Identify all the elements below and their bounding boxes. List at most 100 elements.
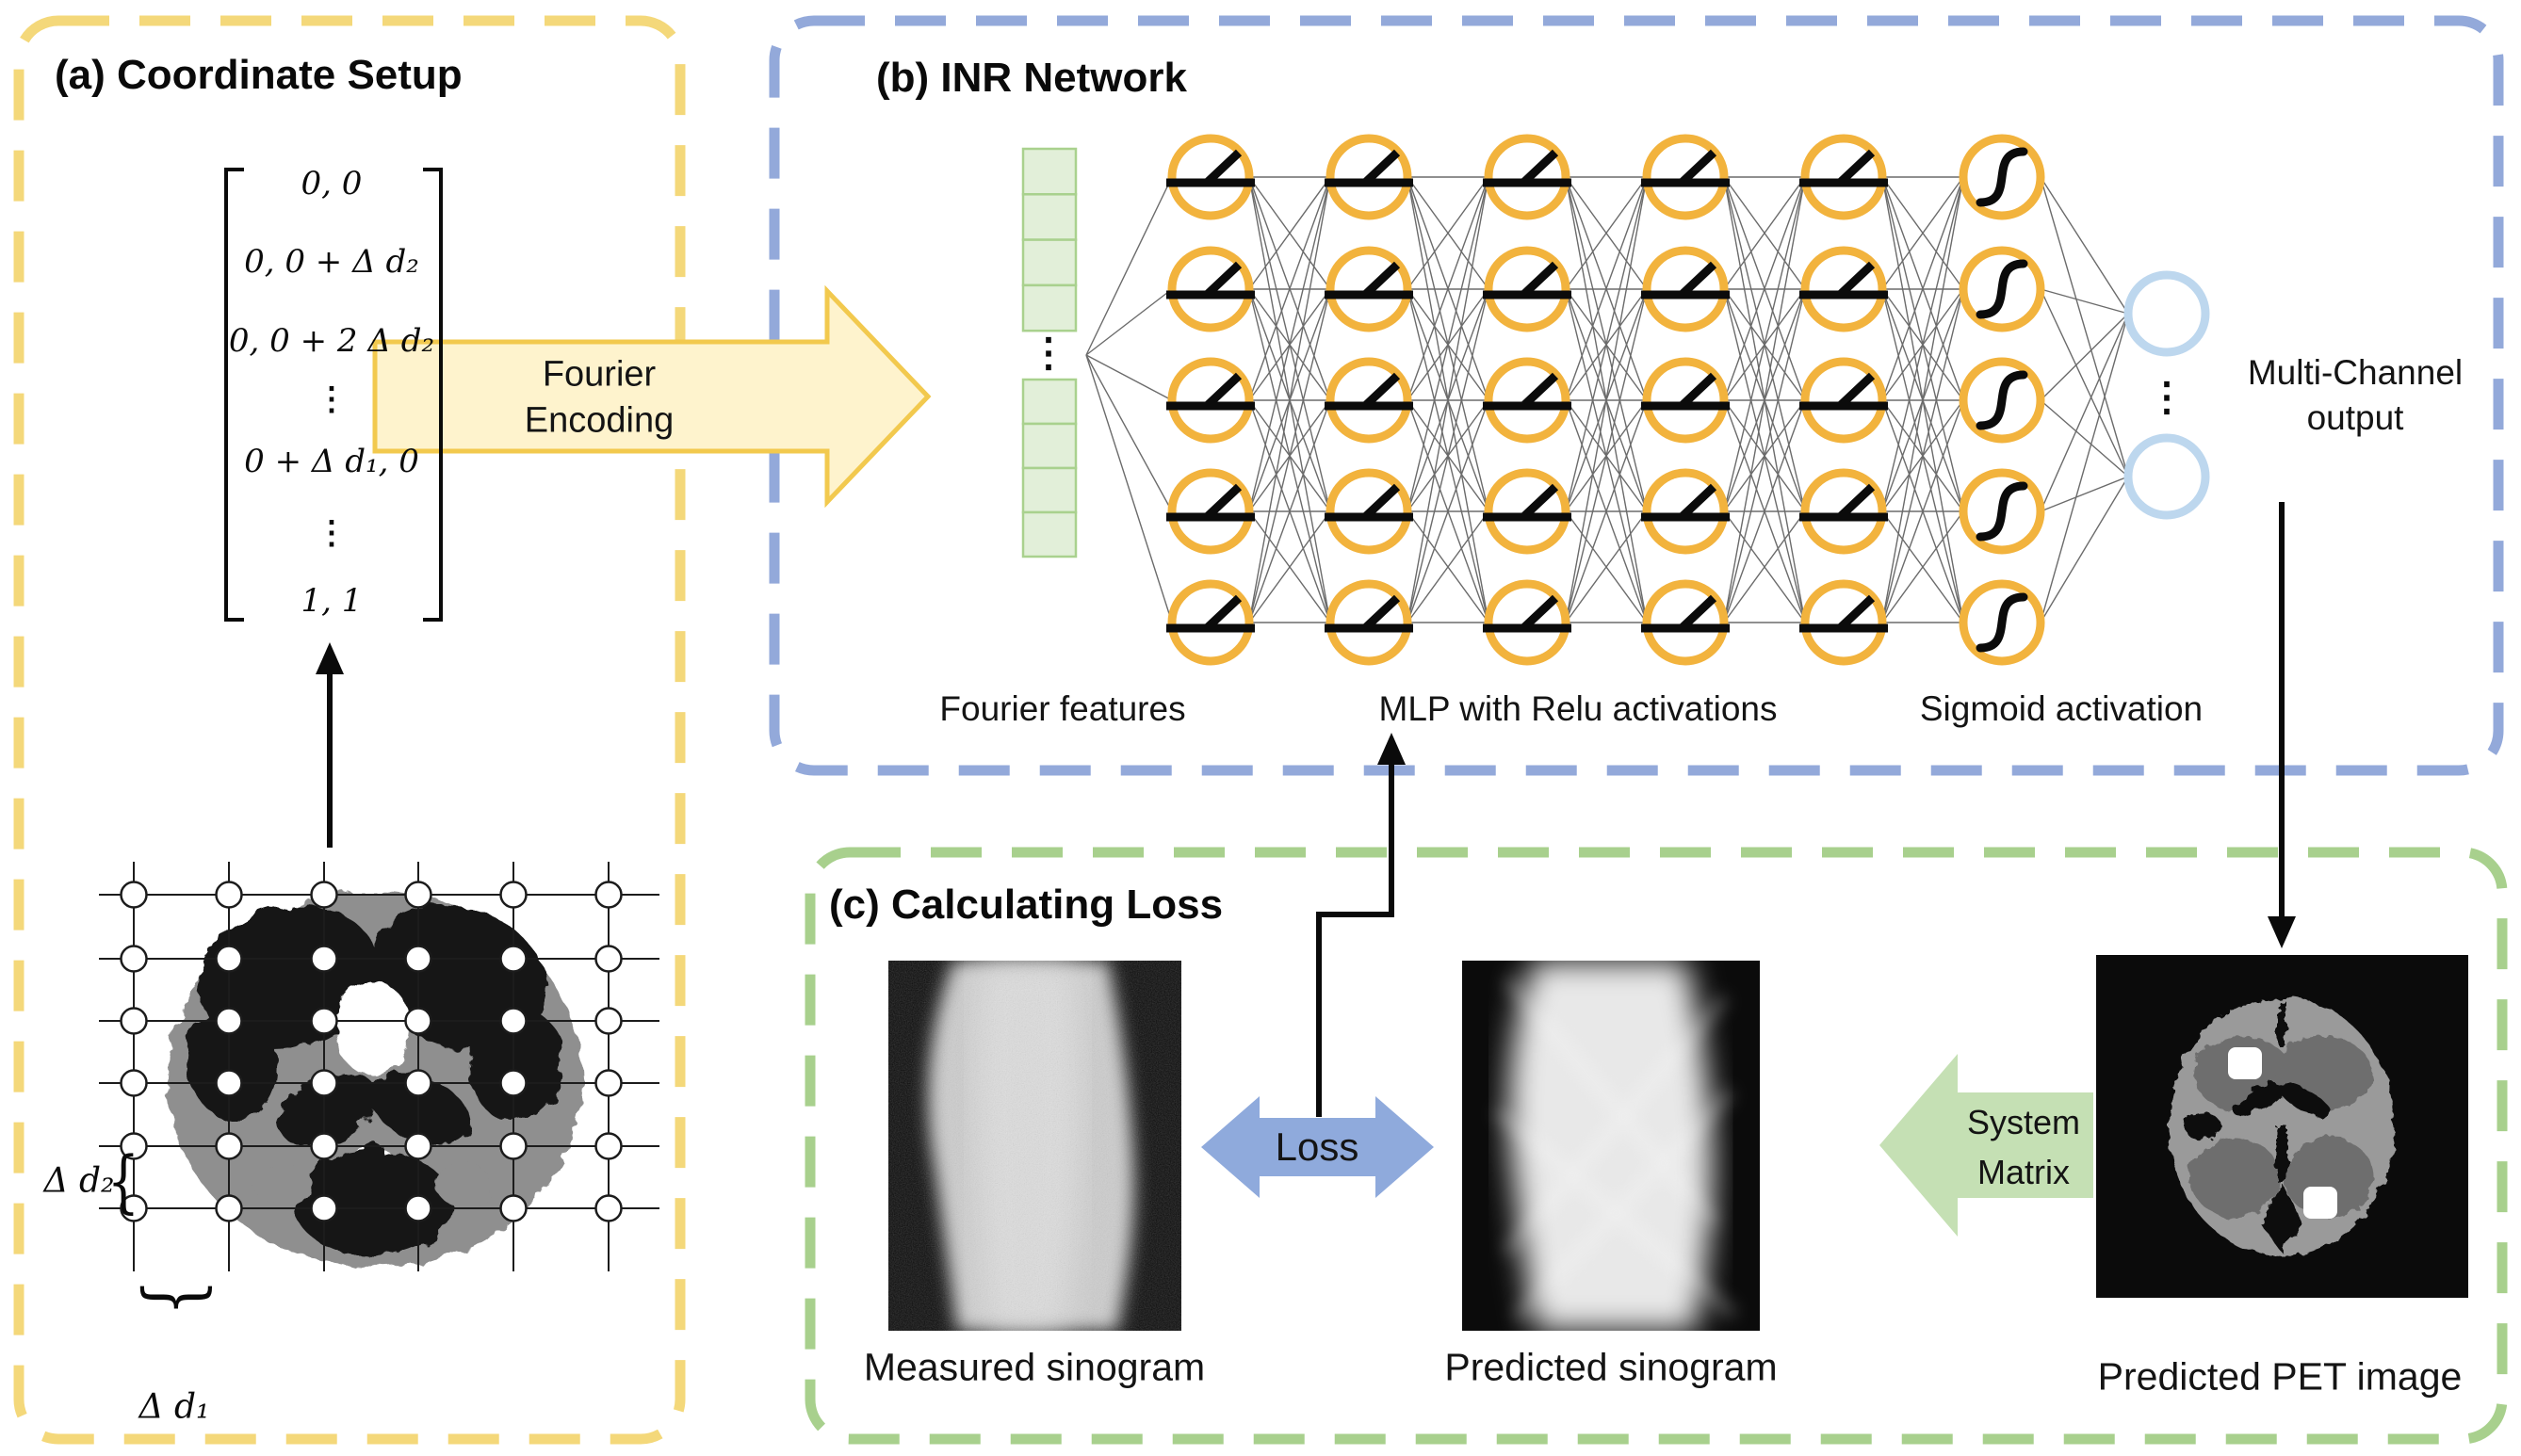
grid-sample-point [310, 945, 338, 973]
matrix-row: 1, 1 [301, 582, 363, 620]
fourier-features-label: Fourier features [939, 689, 1186, 728]
relu-icon [1799, 594, 1888, 633]
grid-sample-point [594, 1194, 623, 1222]
relu-neuron [1799, 579, 1888, 666]
fourier-feature-cell [1021, 510, 1078, 558]
grid-sample-point [310, 1007, 338, 1035]
predicted-pet-label: Predicted PET image [2097, 1354, 2463, 1399]
sampling-grid [99, 862, 659, 1271]
grid-sample-point [404, 1132, 432, 1160]
grid-to-matrix-arrow [316, 642, 344, 848]
relu-icon [1325, 594, 1413, 633]
relu-neuron [1641, 468, 1730, 555]
predicted-pet-image [2096, 955, 2468, 1298]
sigmoid-activation-label: Sigmoid activation [1919, 689, 2204, 728]
relu-icon [1641, 372, 1730, 411]
sigmoid-neuron [1959, 468, 2045, 555]
system-matrix-arrow [1879, 1054, 2093, 1237]
grid-sample-point [594, 1069, 623, 1097]
grid-sample-point [499, 1132, 528, 1160]
relu-neuron [1483, 134, 1571, 220]
delta-d1-brace: { [128, 1278, 219, 1317]
loss-to-mlp-arrow [1316, 733, 1406, 1117]
output-node [2123, 270, 2210, 357]
grid-sample-point [499, 1069, 528, 1097]
grid-sample-point [215, 1007, 243, 1035]
fourier-encoding-line1: Fourier [542, 354, 657, 395]
panel-a-border [13, 15, 686, 1445]
relu-icon [1641, 261, 1730, 299]
grid-sample-point [594, 1007, 623, 1035]
grid-sample-point [215, 1194, 243, 1222]
matrix-row: 0, 0 + 2 Δ d₂ [228, 322, 435, 360]
relu-neuron [1325, 246, 1413, 332]
relu-neuron [1641, 357, 1730, 444]
grid-sample-point [310, 1194, 338, 1222]
relu-icon [1799, 149, 1888, 187]
grid-sample-point [310, 881, 338, 909]
relu-icon [1325, 149, 1413, 187]
grid-sample-point [404, 881, 432, 909]
system-matrix-label-line1: System [1966, 1103, 2081, 1141]
relu-neuron [1166, 357, 1255, 444]
fourier-feature-cell [1021, 147, 1078, 196]
matrix-dots: ⋮ [316, 380, 348, 418]
relu-neuron [1166, 134, 1255, 220]
grid-sample-point [404, 1194, 432, 1222]
sigmoid-icon [1976, 147, 2028, 207]
sigmoid-icon [1976, 481, 2028, 542]
relu-neuron [1483, 579, 1571, 666]
relu-neuron [1483, 468, 1571, 555]
panel-b-title: (b) INR Network [876, 55, 1187, 101]
sigmoid-neuron [1959, 134, 2045, 220]
fourier-feature-cell [1021, 466, 1078, 514]
matrix-row: 0, 0 + Δ d₂ [244, 243, 419, 281]
sigmoid-icon [1976, 592, 2028, 653]
relu-neuron [1641, 246, 1730, 332]
fourier-feature-cell [1021, 422, 1078, 470]
relu-icon [1166, 149, 1255, 187]
relu-icon [1166, 483, 1255, 522]
grid-sample-point [594, 945, 623, 973]
relu-neuron [1641, 134, 1730, 220]
delta-d2-label: Δ d₂ [43, 1161, 115, 1201]
panel-c-title: (c) Calculating Loss [829, 882, 1224, 928]
panel-c-border [805, 847, 2508, 1445]
grid-sample-point [215, 1069, 243, 1097]
panel-a-title: (a) Coordinate Setup [55, 52, 463, 98]
delta-d1-label: Δ d₁ [138, 1387, 210, 1427]
grid-sample-point [499, 1194, 528, 1222]
relu-icon [1325, 483, 1413, 522]
relu-neuron [1325, 468, 1413, 555]
relu-icon [1325, 372, 1413, 411]
relu-neuron [1799, 134, 1888, 220]
inr-network [1021, 134, 2210, 666]
relu-icon [1641, 594, 1730, 633]
relu-neuron [1483, 357, 1571, 444]
loss-label: Loss [1275, 1124, 1359, 1169]
loss-arrow [1201, 1096, 1434, 1198]
input-vector-dots: ⋮ [1029, 330, 1068, 375]
matrix-right-bracket [423, 168, 443, 622]
relu-neuron [1799, 246, 1888, 332]
relu-icon [1483, 594, 1571, 633]
system-matrix-label-line2: Matrix [1977, 1153, 2070, 1191]
matrix-dots: ⋮ [316, 514, 348, 552]
relu-icon [1483, 372, 1571, 411]
grid-sample-point [310, 1069, 338, 1097]
relu-icon [1166, 372, 1255, 411]
grid-sample-point [215, 1132, 243, 1160]
relu-icon [1483, 483, 1571, 522]
measured-sinogram-label: Measured sinogram [863, 1345, 1206, 1389]
relu-neuron [1325, 134, 1413, 220]
relu-neuron [1483, 246, 1571, 332]
relu-neuron [1325, 579, 1413, 666]
matrix-row: 0, 0 [301, 165, 363, 202]
grid-sample-point [404, 1069, 432, 1097]
grid-sample-point [120, 1132, 148, 1160]
sigmoid-neuron [1959, 357, 2045, 444]
matrix-left-bracket [224, 168, 244, 622]
output-to-pet-arrow [2268, 502, 2296, 948]
fourier-feature-cell [1021, 238, 1078, 287]
